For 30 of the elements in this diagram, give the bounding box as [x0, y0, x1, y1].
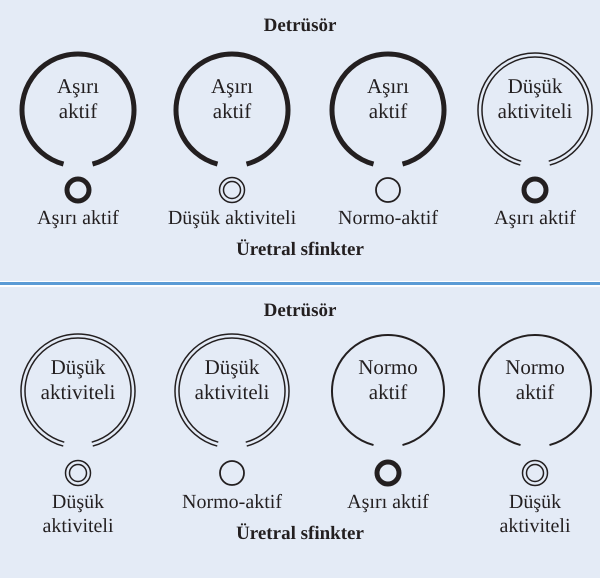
ring-label: Aşırı aktif — [210, 74, 254, 124]
small-ring — [63, 175, 93, 205]
ring-label: Normo aktif — [357, 355, 419, 405]
small-ring — [520, 175, 550, 205]
panel-heading: Detrüsör — [264, 300, 336, 322]
ring-caption: Normo-aktif — [182, 490, 282, 514]
small-ring — [217, 458, 247, 488]
ring-caption: Aşırı aktif — [494, 206, 576, 230]
ring-caption: Aşırı aktif — [37, 206, 119, 230]
panel-heading: Üretral sfinkter — [236, 239, 364, 261]
ring-label: Düşük aktiviteli — [496, 74, 574, 124]
panel-heading: Detrüsör — [264, 15, 336, 37]
ring-label: Aşırı aktif — [366, 74, 410, 124]
ring-caption: Normo-aktif — [338, 206, 438, 230]
small-ring — [217, 175, 247, 205]
small-ring — [373, 458, 403, 488]
ring-label: Düşük aktiviteli — [194, 355, 270, 405]
ring-caption: Düşük aktiviteli — [498, 490, 572, 538]
ring-caption: Aşırı aktif — [347, 490, 429, 514]
small-ring — [373, 175, 403, 205]
small-ring — [520, 458, 550, 488]
panel-heading: Üretral sfinkter — [236, 523, 364, 545]
panel — [0, 0, 600, 281]
ring-label: Aşırı aktif — [56, 74, 100, 124]
ring-caption: Düşük aktiviteli — [41, 490, 115, 538]
small-ring — [63, 458, 93, 488]
ring-label: Normo aktif — [504, 355, 566, 405]
panel — [0, 287, 600, 578]
ring-caption: Düşük aktiviteli — [168, 206, 296, 230]
ring-label: Düşük aktiviteli — [40, 355, 116, 405]
